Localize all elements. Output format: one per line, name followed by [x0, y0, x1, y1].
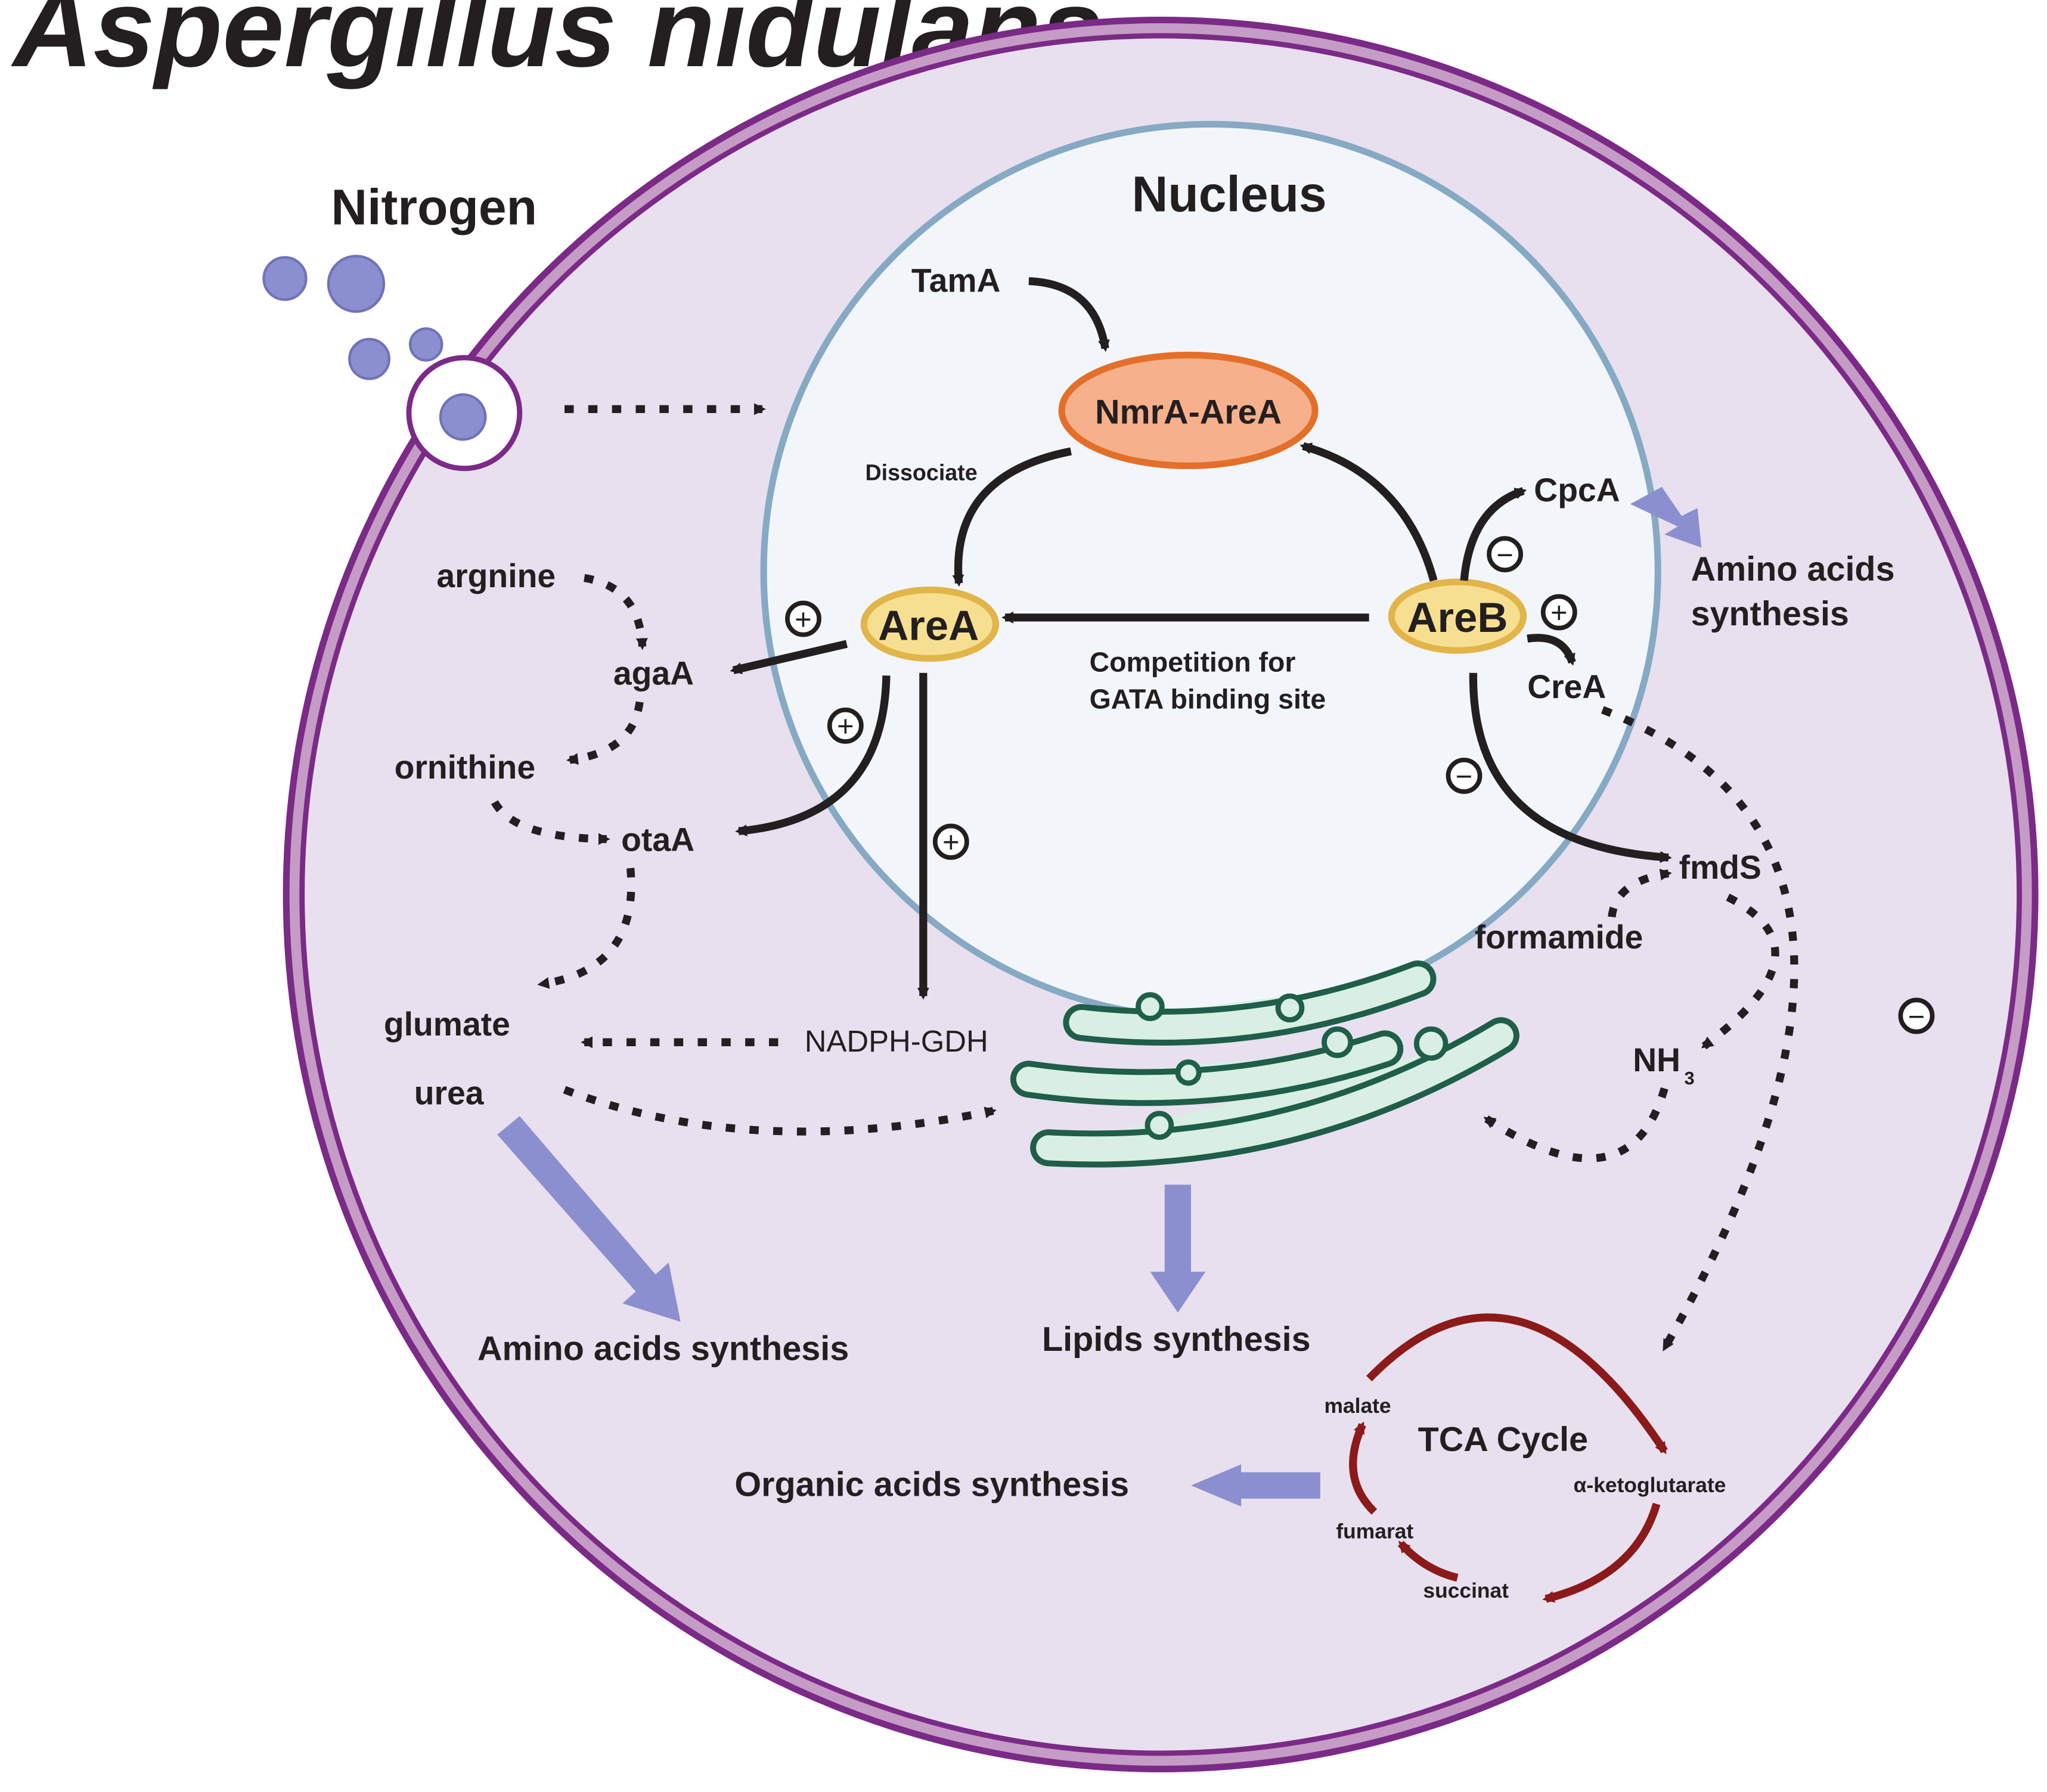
minus-sign: − — [1487, 536, 1524, 573]
areb-to-crea-arrow — [1527, 634, 1576, 666]
amino-acids-nucleus-label-line1: Amino acids — [1691, 550, 1895, 588]
amino-acids-left-label: Amino acids synthesis — [477, 1330, 849, 1368]
crea-to-tca-arrow — [1601, 706, 1798, 1351]
nitrogen-particle — [408, 327, 443, 362]
areb-to-fmds-arrow — [1469, 672, 1672, 863]
nadph-gdh-label: NADPH-GDH — [805, 1024, 988, 1058]
tca-succinat-label: succinat — [1423, 1579, 1509, 1602]
nitrogen-particle — [348, 337, 390, 380]
plus-sign: + — [785, 600, 821, 637]
area-label: AreA — [878, 602, 979, 649]
fmds-to-nh3-arrow — [1701, 893, 1779, 1050]
tca-cycle-title: TCA Cycle — [1418, 1421, 1589, 1459]
area-to-agaa-arrow — [730, 640, 848, 674]
nmra-area-label: NmrA-AreA — [1095, 393, 1282, 432]
areb-to-nmra-arrow — [1299, 442, 1438, 582]
fmds-label: fmdS — [1679, 849, 1761, 886]
tca-cycle: TCA Cycle malate α-ketoglutarate succina… — [1324, 1313, 1726, 1603]
cpca-label: CpcA — [1534, 472, 1620, 509]
svg-text:+: + — [1550, 597, 1567, 630]
golgi-vesicle — [1413, 1026, 1449, 1061]
formamide-to-fmds-arrow — [1608, 869, 1672, 918]
nh3-label: NH 3 — [1633, 1041, 1695, 1089]
areb-to-cpca-arrow — [1460, 487, 1527, 581]
svg-text:−: − — [1456, 761, 1472, 793]
areb-label: AreB — [1407, 594, 1508, 641]
otaa-label: otaA — [621, 821, 694, 858]
urea-amino-acids-arrow — [497, 1116, 681, 1322]
plus-sign: + — [1540, 594, 1577, 631]
nucleus: Nucleus — [760, 120, 1661, 1022]
dissociate-label: Dissociate — [865, 460, 977, 485]
svg-text:3: 3 — [1685, 1068, 1695, 1089]
golgi-vesicle — [1322, 1026, 1354, 1058]
nucleus-label: Nucleus — [1132, 166, 1327, 222]
golgi-vesicle — [1136, 992, 1165, 1021]
nucleus-envelope — [760, 120, 1661, 1022]
amino-acids-nucleus-label-line2: synthesis — [1691, 595, 1849, 633]
formamide-label: formamide — [1475, 919, 1643, 956]
svg-text:+: + — [942, 827, 959, 859]
nitrogen-particle — [327, 255, 386, 313]
argnine-label: argnine — [436, 557, 556, 594]
tca-ketoglutarate-label: α-ketoglutarate — [1574, 1473, 1726, 1497]
organic-acids-output-arrow — [1191, 1464, 1320, 1507]
svg-text:NH: NH — [1633, 1041, 1680, 1078]
agaa-label: agaA — [613, 655, 694, 692]
nmra-area-node: NmrA-AreA — [1058, 352, 1319, 469]
dissociate-arrow — [952, 447, 1072, 587]
plus-sign: + — [827, 707, 864, 744]
svg-text:+: + — [795, 604, 811, 636]
tca-arc-top — [1366, 1313, 1668, 1455]
nitrogen-label: Nitrogen — [331, 179, 537, 235]
argnine-to-agaa-arrow — [584, 573, 648, 650]
otaa-to-glumate-arrow — [537, 867, 635, 989]
golgi-vesicle — [1175, 1059, 1202, 1086]
ornithine-label: ornithine — [395, 749, 536, 786]
svg-text:−: − — [1496, 539, 1513, 571]
plus-sign: + — [932, 823, 969, 860]
urea-label: urea — [414, 1074, 485, 1111]
area-to-otaa-arrow — [735, 675, 891, 836]
competition-label-line1: Competition for — [1090, 647, 1296, 678]
tca-malate-label: malate — [1324, 1394, 1391, 1418]
golgi-vesicle — [1145, 1111, 1174, 1140]
competition-label-line2: GATA binding site — [1090, 684, 1326, 715]
minus-sign: − — [1446, 757, 1482, 794]
ornithine-to-otaa-arrow — [491, 800, 610, 845]
crea-label: CreA — [1527, 668, 1606, 705]
tama-to-nmra-arrow — [1028, 277, 1110, 352]
golgi-stack — [1010, 960, 1519, 1168]
nitrogen-particle — [439, 393, 487, 441]
tama-label: TamA — [911, 262, 1001, 299]
tca-fumarat-label: fumarat — [1336, 1519, 1413, 1543]
tca-arc-left — [1349, 1421, 1378, 1515]
glumate-label: glumate — [384, 1006, 510, 1043]
minus-sign: − — [1898, 997, 1935, 1034]
area-node: AreA — [860, 586, 1000, 662]
nitrogen-uptake: Nitrogen — [262, 179, 766, 472]
areb-node: AreB — [1388, 578, 1527, 654]
svg-text:−: − — [1908, 1001, 1925, 1033]
tca-arc-right — [1542, 1502, 1661, 1603]
golgi-vesicle — [1275, 993, 1305, 1023]
svg-text:+: + — [837, 711, 854, 743]
amino-acids-output-arrow — [1630, 486, 1702, 548]
lipids-output-arrow — [1150, 1185, 1206, 1313]
nitrogen-particle — [262, 256, 308, 301]
tca-arc-bottom — [1397, 1540, 1459, 1582]
organic-acids-label: Organic acids synthesis — [734, 1465, 1129, 1503]
nh3-to-golgi-arrow — [1483, 1087, 1668, 1162]
lipids-synthesis-label: Lipids synthesis — [1042, 1320, 1311, 1359]
